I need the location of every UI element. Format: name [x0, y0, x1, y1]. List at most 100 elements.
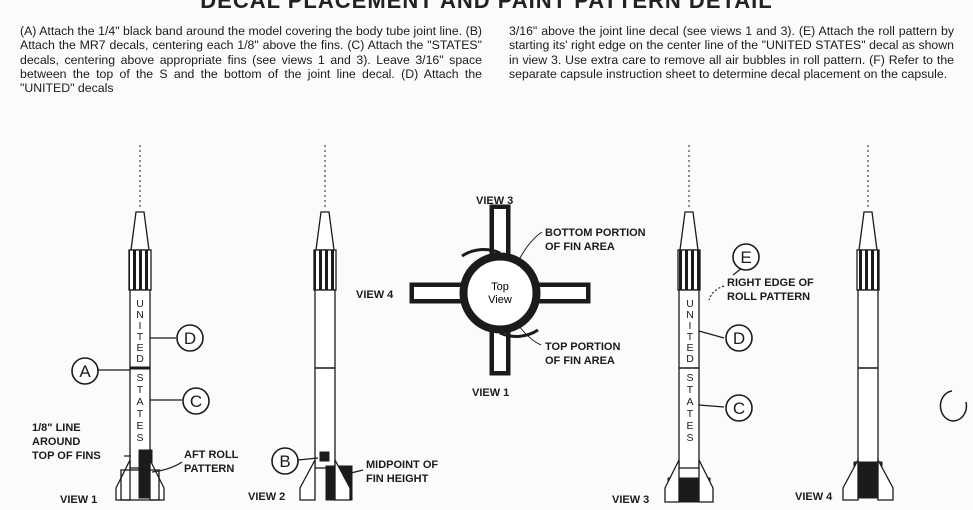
fin-left [842, 459, 859, 501]
united-decal-view-3: U N I T E D [686, 298, 694, 365]
top-view-label-2: View [488, 294, 512, 306]
united-letter: I [139, 320, 142, 332]
rocket-view-2 [299, 145, 353, 501]
united-letter: I [689, 320, 692, 332]
united-letter: D [686, 353, 694, 365]
states-letter: E [686, 420, 693, 432]
bottom-portion-mark [461, 248, 501, 258]
states-letter: E [136, 420, 143, 432]
united-letter: D [136, 353, 144, 365]
fin-pattern-dark [853, 461, 883, 499]
capsule-stripes [313, 249, 337, 291]
aft-roll-label-2: PATTERN [184, 463, 234, 475]
united-letter: U [686, 298, 694, 310]
bottom-portion-line-2: OF FIN AREA [545, 241, 615, 253]
svg-text:C: C [190, 392, 202, 411]
view1-label: VIEW 1 [60, 494, 97, 506]
fin-right [698, 459, 714, 503]
fin-right [334, 459, 351, 501]
states-letter: S [136, 432, 143, 444]
states-letter: T [687, 408, 694, 420]
capsule-stripes [856, 249, 880, 291]
right-edge-label-1: RIGHT EDGE OF [727, 277, 814, 289]
united-letter: T [137, 331, 144, 343]
callout-leaders [98, 267, 743, 475]
callout-b: B [271, 447, 299, 475]
united-letter: N [686, 309, 694, 321]
body-center [466, 259, 534, 327]
states-letter: S [686, 372, 693, 384]
states-letter: T [137, 384, 144, 396]
callout-d-view3: D [725, 324, 753, 352]
capsule-stripes [128, 249, 152, 291]
states-letter: T [137, 408, 144, 420]
capsule-stripes [677, 249, 701, 291]
view2-label: VIEW 2 [248, 491, 285, 503]
body-tube [857, 289, 879, 469]
top-portion-mark [499, 328, 539, 338]
top-portion-line-1: TOP PORTION [545, 341, 620, 353]
fin-line-label-1: 1/8" LINE [32, 422, 81, 434]
callout-e: E [732, 243, 760, 271]
svg-text:B: B [279, 452, 290, 471]
mr7-decal [319, 451, 330, 462]
states-decal-view-1: S T A T E S [136, 372, 143, 444]
states-letter: T [687, 384, 694, 396]
fin-right [149, 459, 165, 501]
svg-text:D: D [184, 329, 196, 348]
callout-c-view3: C [725, 394, 753, 422]
midpoint-label-2: FIN HEIGHT [366, 473, 429, 485]
callout-d-view1: D [176, 324, 204, 352]
callout-a: A [71, 357, 99, 385]
top-portion-line-2: OF FIN AREA [545, 355, 615, 367]
top-view-label-1: Top [491, 281, 509, 293]
view1-top-label: VIEW 1 [472, 387, 509, 399]
top-view-diagram [409, 204, 591, 376]
fin-right [877, 459, 894, 501]
view3-top-label: VIEW 3 [476, 195, 513, 207]
rocket-view-3 [664, 145, 714, 503]
united-letter: U [136, 298, 144, 310]
rocket-view-4 [842, 145, 894, 501]
fin-left [115, 459, 131, 501]
view4-top-label: VIEW 4 [356, 289, 394, 301]
fin-left [664, 459, 680, 503]
svg-text:C: C [733, 399, 745, 418]
united-decal-view-1: U N I T E D [136, 298, 144, 365]
states-letter: A [686, 396, 693, 408]
view4-label: VIEW 4 [795, 491, 833, 503]
right-edge-label-2: ROLL PATTERN [727, 291, 810, 303]
fin-base [120, 469, 160, 501]
view3-label: VIEW 3 [612, 494, 649, 506]
body-tube [678, 289, 700, 469]
callout-c-view1: C [182, 387, 210, 415]
states-letter: S [136, 372, 143, 384]
body-tube [314, 289, 336, 469]
svg-text:E: E [740, 248, 751, 267]
svg-text:A: A [79, 362, 91, 381]
top-view-leaders [518, 231, 543, 346]
aft-roll-label-1: AFT ROLL [184, 449, 239, 461]
capsule [679, 211, 699, 251]
united-letter: T [687, 331, 694, 343]
bottom-portion-line-1: BOTTOM PORTION [545, 227, 646, 239]
svg-text:D: D [733, 329, 745, 348]
rocket-view-1 [115, 145, 165, 501]
instructions-right-column: 3/16" above the joint line decal (see vi… [509, 24, 954, 81]
states-decal-view-3: S T A T E S [686, 372, 693, 444]
page-title: DECAL PLACEMENT AND PAINT PATTERN DETAIL [200, 0, 773, 13]
margin-circle-mark [939, 390, 968, 422]
fin-left [299, 459, 316, 501]
capsule [130, 211, 150, 251]
capsule [858, 211, 878, 251]
midpoint-label-1: MIDPOINT OF [366, 459, 438, 471]
capsule [315, 211, 335, 251]
united-letter: N [136, 309, 144, 321]
states-letter: S [686, 432, 693, 444]
fin-line-label-2: AROUND [32, 436, 80, 448]
instructions-left-column: (A) Attach the 1/4" black band around th… [20, 24, 482, 96]
states-letter: A [136, 396, 143, 408]
united-letter: E [136, 342, 143, 354]
united-letter: E [686, 342, 693, 354]
